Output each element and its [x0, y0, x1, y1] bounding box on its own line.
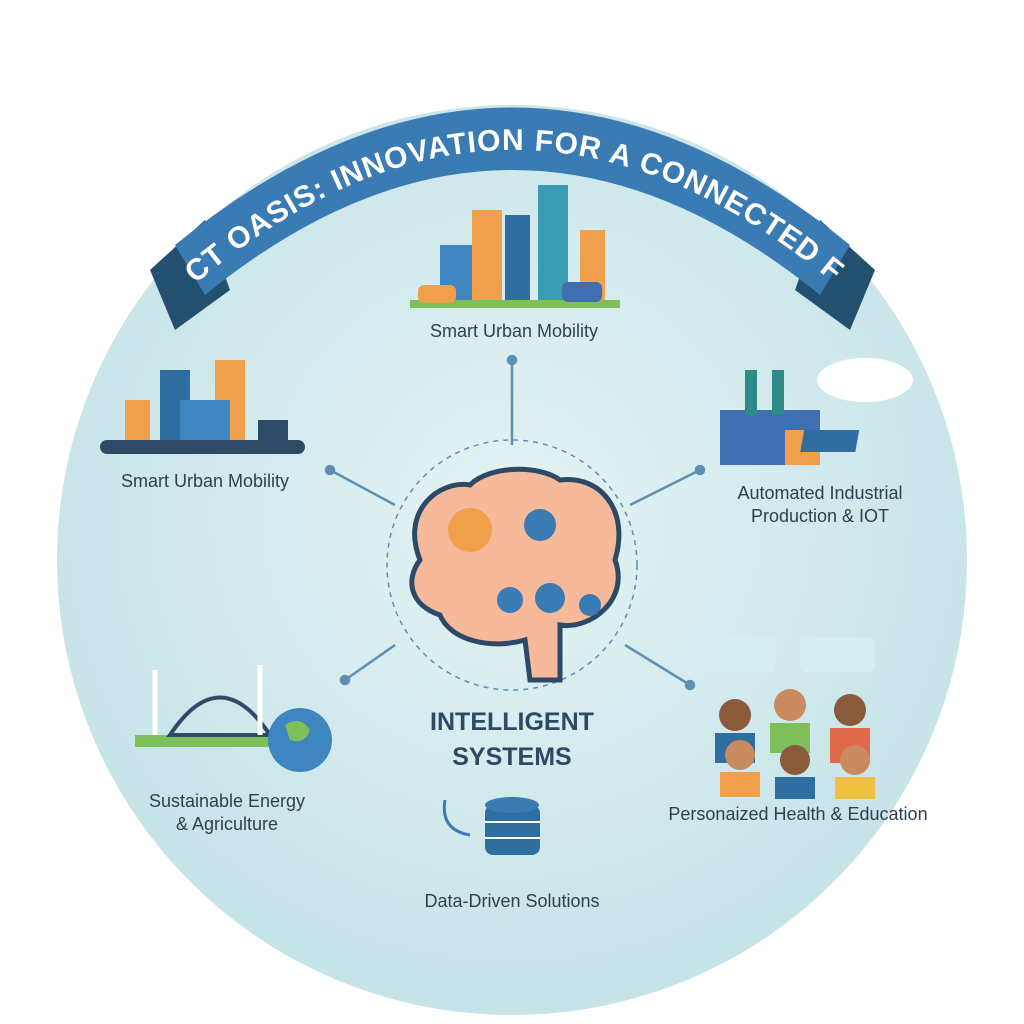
center-title-line1: INTELLIGENT: [430, 708, 594, 736]
brain-icon: [409, 466, 622, 683]
people-illustration: [705, 637, 875, 799]
city-illustration: [410, 185, 620, 308]
iot-factory-illustration: [720, 358, 913, 465]
node-label-bottom-left-line2: & Agriculture: [175, 814, 279, 835]
factory-illustration: [100, 360, 305, 454]
node-label-right-line1: Automated Industrial: [737, 483, 903, 503]
connector-lines: [324, 354, 706, 691]
node-label-right-line2: Production & IOT: [750, 506, 890, 527]
center-title-line2: SYSTEMS: [452, 743, 572, 771]
node-label-left: Smart Urban Mobility: [120, 471, 290, 491]
node-label-right: Automated Industrial Production & IOT: [737, 482, 902, 529]
node-label-bottom: Data-Driven Solutions: [424, 891, 600, 911]
node-label-top: Smart Urban Mobility: [429, 321, 599, 341]
center-title: INTELLIGENT SYSTEMS: [430, 705, 594, 775]
node-label-bottom-left-line1: Sustainable Energy: [148, 791, 306, 811]
database-icon: [442, 797, 540, 855]
energy-agriculture-illustration: [135, 665, 332, 772]
node-label-bottom-left: Sustainable Energy & Agriculture: [149, 790, 305, 837]
node-label-bottom-right: Personaized Health & Education: [668, 804, 928, 824]
